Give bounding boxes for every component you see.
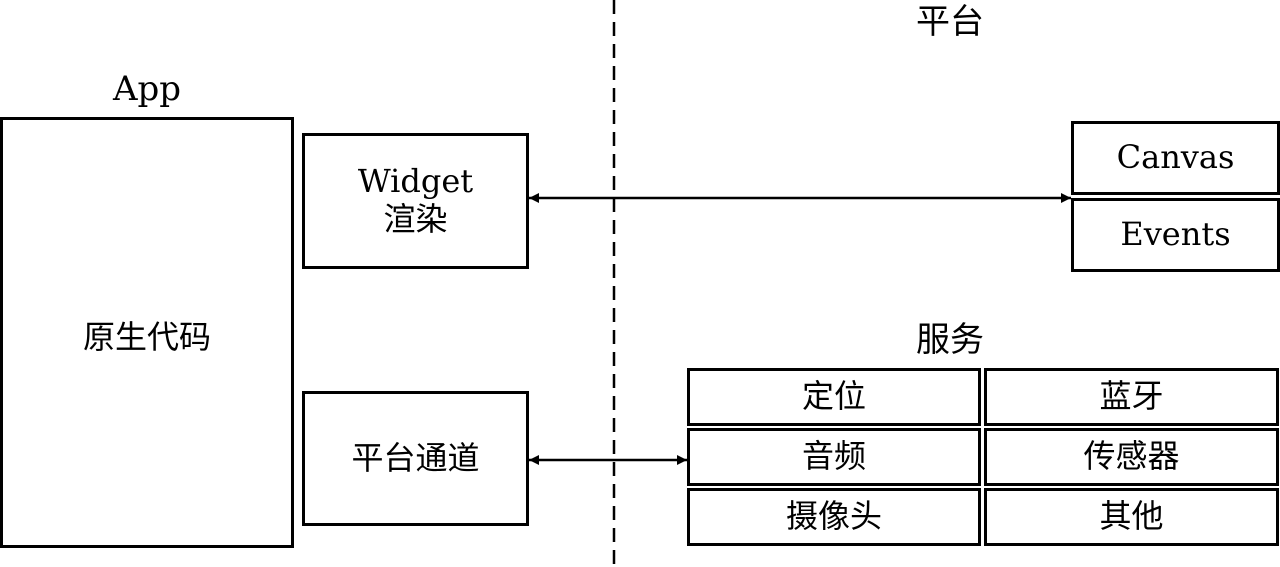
app-heading: App — [112, 68, 182, 109]
service-cell-sensor — [984, 428, 1279, 486]
widget-render-box — [302, 133, 529, 269]
events-box — [1071, 198, 1280, 272]
widget-render-line2: 渲染 — [383, 200, 448, 238]
platform-channel-box — [302, 391, 529, 526]
service-cell-bluetooth — [984, 368, 1279, 426]
services-heading: 服务 — [916, 319, 984, 360]
canvas-label: Canvas — [1116, 138, 1235, 177]
widget-render-line1: Widget — [357, 162, 474, 201]
native-code-box — [0, 117, 294, 548]
service-sensor-label: 传感器 — [1083, 437, 1180, 476]
service-other-label: 其他 — [1099, 497, 1164, 536]
service-cell-location — [687, 368, 981, 426]
canvas-box — [1071, 121, 1280, 195]
events-label: Events — [1120, 215, 1231, 254]
service-cell-other — [984, 488, 1279, 546]
service-cell-camera — [687, 488, 981, 546]
platform-channel-label: 平台通道 — [351, 438, 480, 477]
widget-render-label: Widget 渲染 — [305, 136, 526, 266]
platform-heading: 平台 — [916, 1, 984, 42]
service-cell-audio — [687, 428, 981, 486]
native-code-label: 原生代码 — [82, 318, 211, 357]
service-bluetooth-label: 蓝牙 — [1099, 377, 1164, 416]
service-camera-label: 摄像头 — [785, 497, 882, 536]
service-location-label: 定位 — [801, 377, 866, 416]
service-audio-label: 音频 — [801, 437, 866, 476]
